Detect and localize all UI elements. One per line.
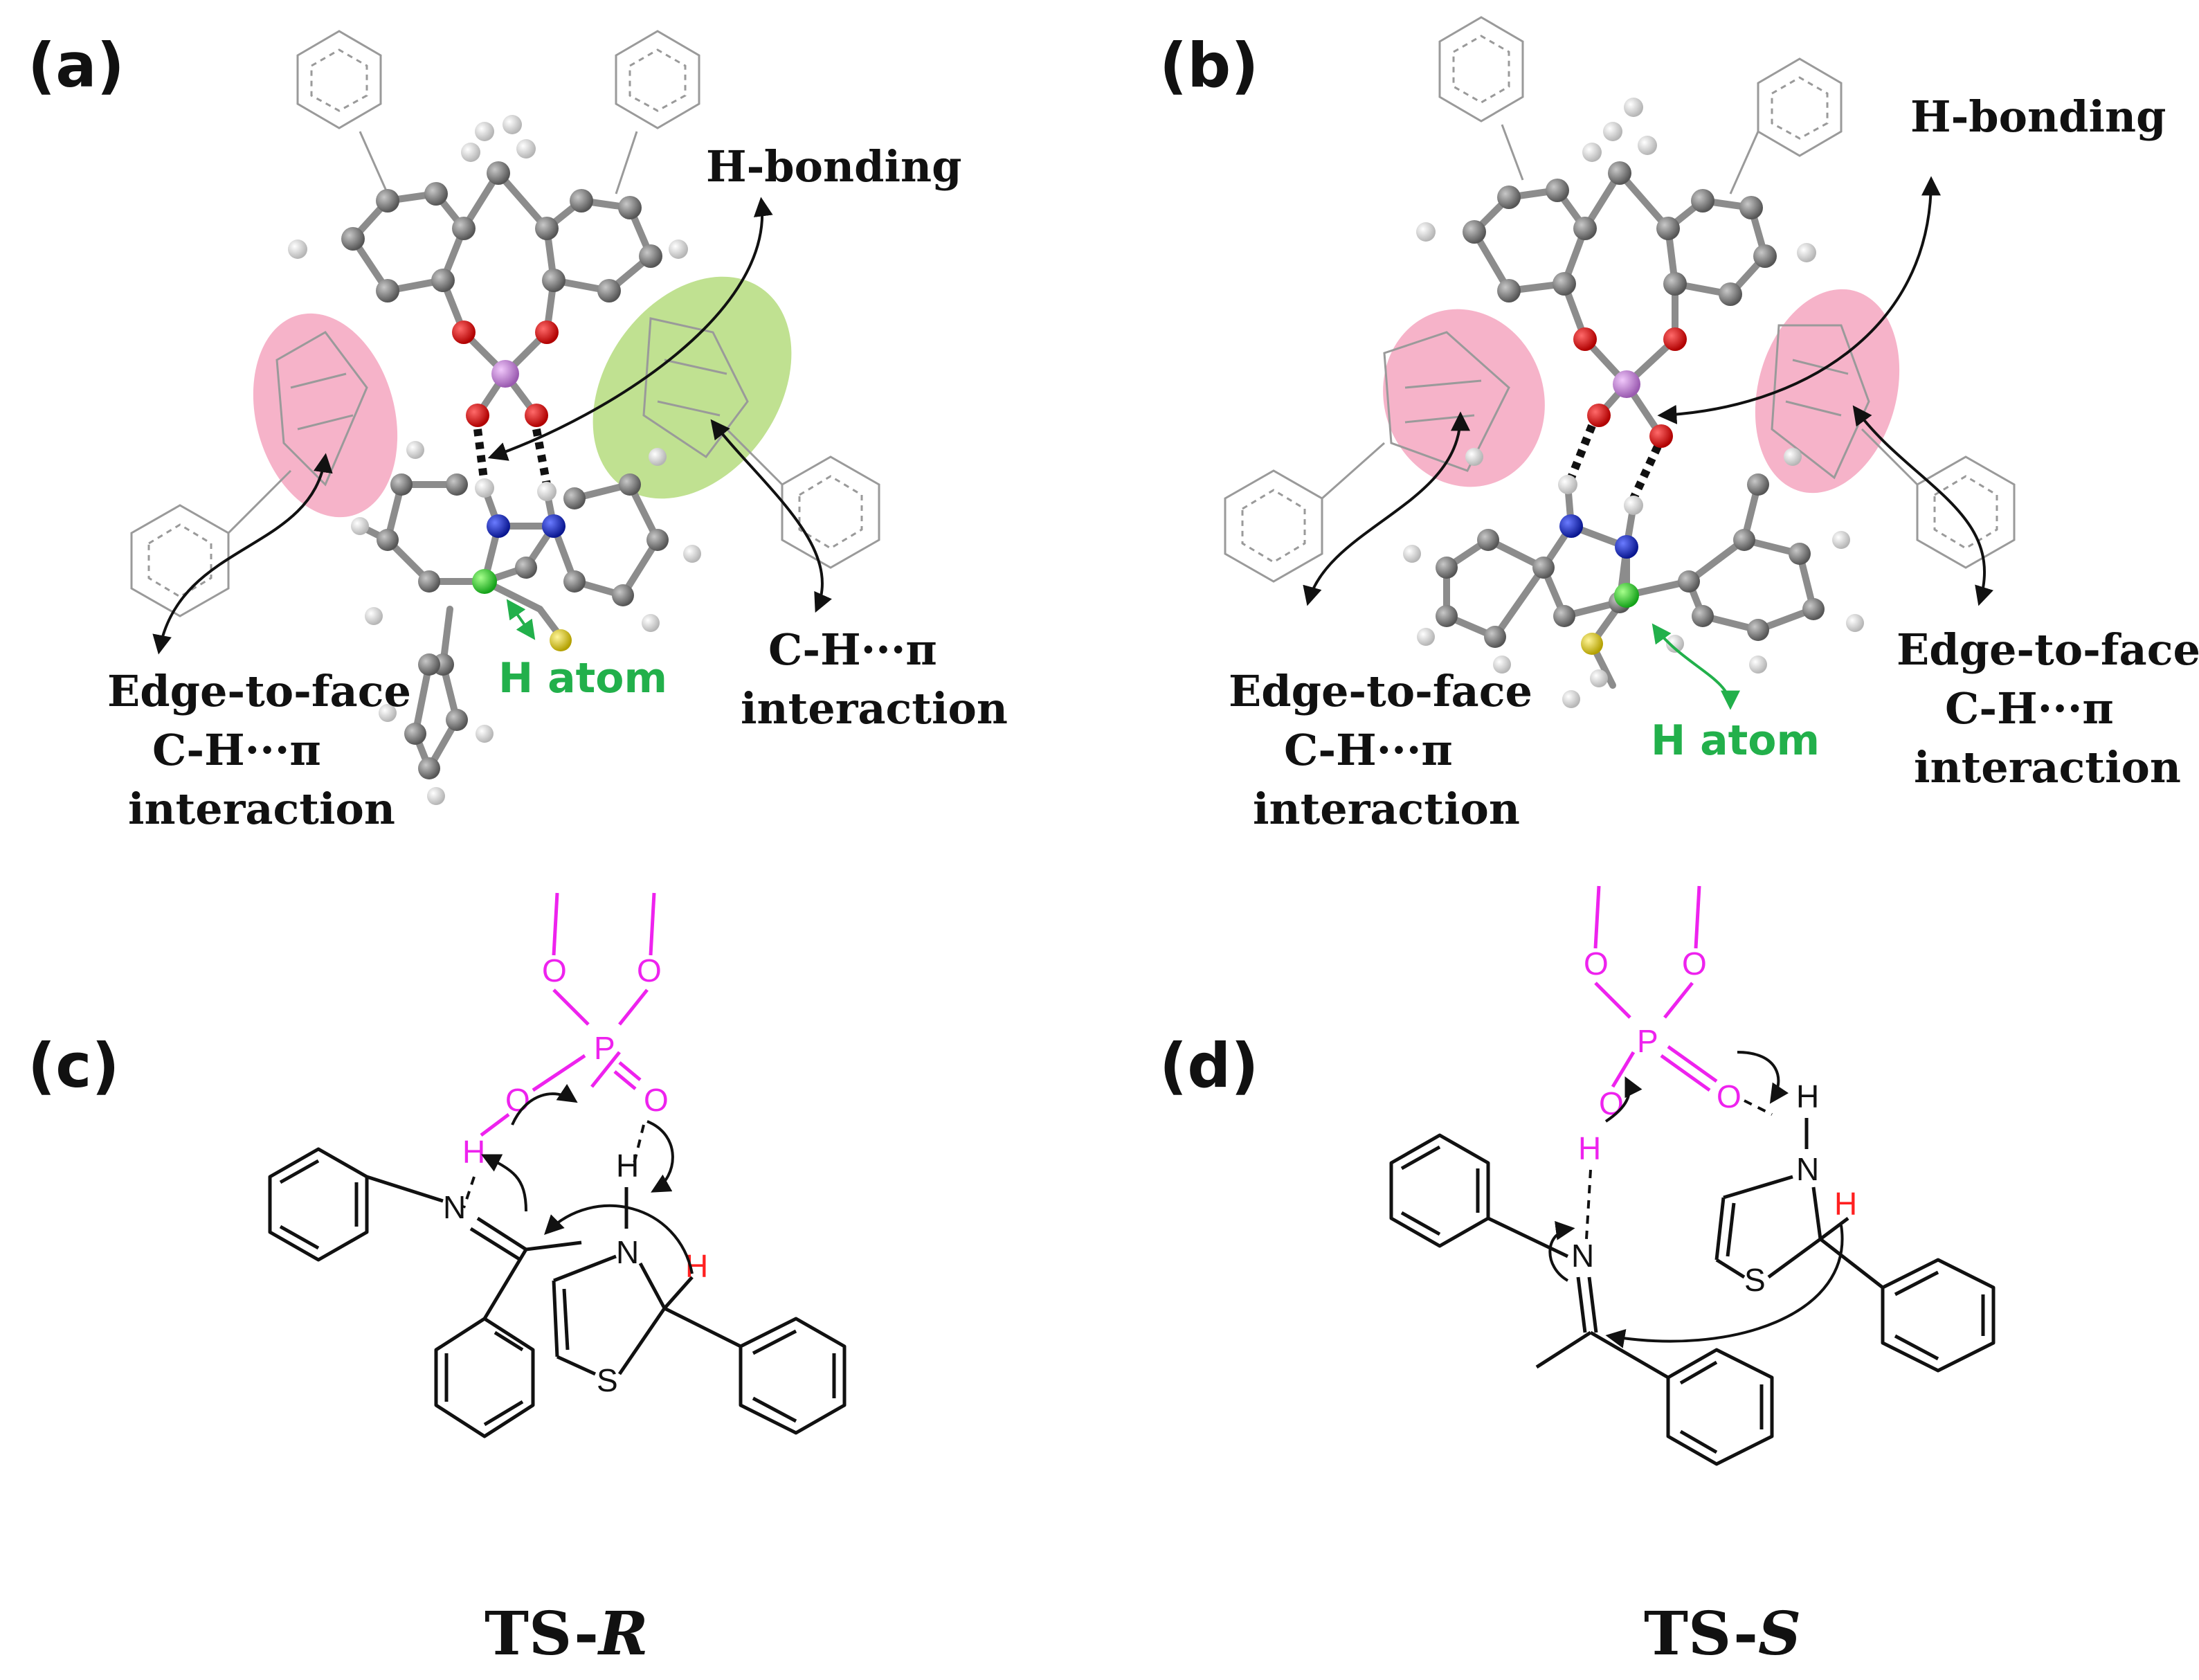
- atom-h-transferred: H: [1834, 1186, 1857, 1222]
- atom-o: O: [1682, 946, 1707, 982]
- right-edge-to-face-label-line3: interaction: [1914, 742, 2181, 793]
- dimethyl-phosphate-catalyst: O O P O O H: [1578, 885, 1741, 1166]
- molecule-ball-and-stick: [1403, 98, 1864, 708]
- h-bonding-arrow: [487, 197, 773, 461]
- atom-o: O: [1599, 1085, 1624, 1121]
- panel-c: (c) O O P O O H N: [28, 892, 847, 1669]
- h-bond-dash: [1585, 1169, 1592, 1240]
- h-atom-arrow: [506, 599, 536, 640]
- atom-h-transferred: H: [685, 1248, 708, 1284]
- h-atom-label: H atom: [498, 654, 667, 703]
- electron-arrow: [480, 1154, 527, 1212]
- atom-n-thz: N: [1796, 1151, 1819, 1187]
- ch-pi-arrow: [710, 419, 832, 613]
- hydride-transfer-arrow: [544, 1204, 694, 1274]
- ch-pi-label-line1: C-H···π: [768, 624, 937, 675]
- atom-p: P: [1637, 1023, 1658, 1059]
- h-atom-label: H atom: [1651, 716, 1820, 765]
- right-edge-to-face-arrow: [1852, 405, 1993, 606]
- left-edge-to-face-label-line3: interaction: [1253, 784, 1520, 834]
- panel-b: (b): [1159, 16, 2199, 834]
- h-bond-dash: [632, 1124, 645, 1167]
- h-bonding-arrow: [1657, 176, 1941, 424]
- edge-to-face-arrow: [152, 453, 333, 655]
- right-edge-to-face-label-line2: C-H···π: [1945, 683, 2114, 734]
- ts-r-label: TS-R: [485, 1599, 648, 1669]
- atom-o: O: [644, 1082, 669, 1118]
- h-atom-arrow: [1651, 623, 1740, 710]
- left-edge-to-face-label-line1: Edge-to-face: [1229, 666, 1532, 716]
- h-bond-dash: [462, 1176, 476, 1209]
- panel-a: (a): [28, 30, 1008, 834]
- panel-d: (d) O O P O O H N: [1159, 885, 1996, 1669]
- atom-s: S: [1744, 1262, 1766, 1298]
- atom-n-thz: N: [616, 1234, 639, 1270]
- right-edge-to-face-highlight: [1755, 289, 1900, 494]
- thiazoline-reductant: H N S H: [552, 1148, 847, 1435]
- hydride-transfer-arrow: [1605, 1225, 1844, 1348]
- h-bond-dash: [1744, 1099, 1773, 1116]
- atom-s: S: [597, 1362, 618, 1398]
- atom-o: O: [542, 952, 567, 988]
- ch-pi-label-line2: interaction: [741, 683, 1008, 734]
- panel-a-letter: (a): [28, 30, 125, 101]
- proton-transfer-arrow: [1604, 1076, 1643, 1123]
- atom-h-acid: H: [1578, 1130, 1601, 1166]
- h-bonding-label: H-bonding: [706, 141, 961, 192]
- atom-h-nh: H: [616, 1148, 639, 1184]
- edge-to-face-label-line3: interaction: [128, 784, 395, 834]
- atom-n-imine: N: [1571, 1238, 1594, 1274]
- imine-substrate: N: [1389, 1133, 1774, 1466]
- left-edge-to-face-highlight: [1383, 309, 1545, 487]
- thiazoline-reductant: H N S H: [1714, 1078, 1996, 1373]
- panel-c-letter: (c): [28, 1030, 120, 1101]
- atom-n-imine: N: [443, 1189, 466, 1225]
- atom-h-nh: H: [1796, 1078, 1819, 1114]
- edge-to-face-label-line1: Edge-to-face: [107, 666, 411, 716]
- left-edge-to-face-arrow: [1303, 411, 1470, 606]
- panel-b-letter: (b): [1159, 30, 1258, 101]
- atom-o: O: [1717, 1078, 1741, 1114]
- proton-transfer-arrow: [1737, 1051, 1789, 1104]
- edge-to-face-label-line2: C-H···π: [152, 725, 321, 775]
- proton-transfer-arrow: [646, 1120, 674, 1193]
- atom-h-acid: H: [462, 1134, 485, 1170]
- ts-s-label: TS-S: [1644, 1599, 1801, 1669]
- right-edge-to-face-label-line1: Edge-to-face: [1897, 624, 2199, 675]
- h-bonding-label: H-bonding: [1910, 91, 2166, 142]
- atom-o: O: [637, 952, 662, 988]
- atom-p: P: [594, 1030, 615, 1066]
- left-edge-to-face-label-line2: C-H···π: [1284, 725, 1453, 775]
- atom-o: O: [505, 1082, 530, 1118]
- proton-transfer-arrow: [511, 1083, 578, 1126]
- atom-o: O: [1584, 946, 1609, 982]
- electron-arrow: [1548, 1220, 1575, 1282]
- imine-substrate: N: [268, 1147, 582, 1438]
- dimethyl-phosphate-catalyst: O O P O O H: [462, 892, 669, 1170]
- panel-d-letter: (d): [1159, 1030, 1258, 1101]
